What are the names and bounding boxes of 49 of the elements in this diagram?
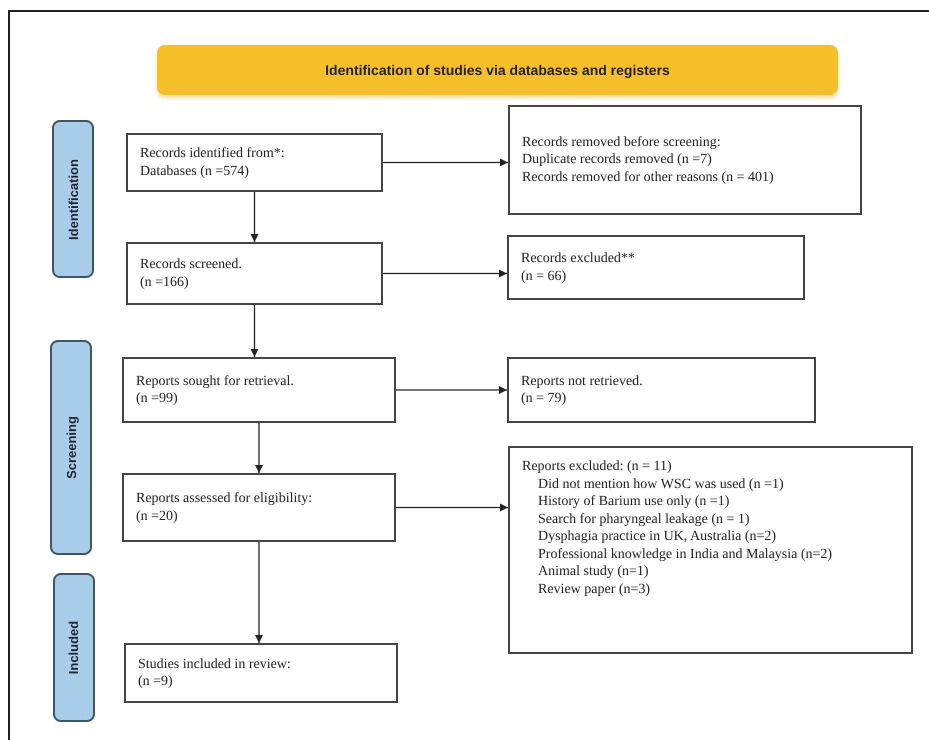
process-box xyxy=(508,446,913,654)
phase-label-bar xyxy=(50,340,92,555)
process-box xyxy=(507,357,816,423)
box-text: (n = 79) xyxy=(521,390,568,408)
box-text: (n =9) xyxy=(138,673,174,690)
process-box xyxy=(126,133,383,192)
box-text: Animal study (n=1) xyxy=(537,563,650,580)
arrow xyxy=(250,192,258,242)
phase-label: Identification xyxy=(66,158,80,240)
box-text: Records identified from*: xyxy=(140,145,286,162)
box-text: Records screened. xyxy=(140,256,243,274)
arrow xyxy=(383,270,507,278)
box-text: Professional knowledge in India and Malaysia (n=2) xyxy=(537,546,834,563)
phase-label: Screening xyxy=(64,416,78,479)
box-text: Reports excluded: (n = 11) xyxy=(522,458,673,476)
arrow xyxy=(255,542,263,643)
box-text: History of Barium use only (n =1) xyxy=(537,493,730,510)
box-text: Review paper (n=3) xyxy=(537,580,652,598)
box-text: (n =99) xyxy=(136,390,179,408)
process-box xyxy=(124,643,398,703)
phase-label-bar xyxy=(53,573,95,722)
process-box xyxy=(122,473,396,542)
box-text: Records excluded** xyxy=(521,250,636,268)
process-box xyxy=(507,235,805,300)
process-box xyxy=(126,242,383,305)
box-text: Duplicate records removed (n =7) xyxy=(522,151,713,169)
box-text: Dysphagia practice in UK, Australia (n=2) xyxy=(537,528,778,546)
box-text: Records removed before screening: xyxy=(522,134,722,152)
phase-label: Included xyxy=(66,620,82,674)
box-text: Reports sought for retrieval. xyxy=(136,372,295,390)
phase-label-bar xyxy=(52,120,94,278)
box-text: Reports not retrieved. xyxy=(521,372,644,390)
arrow xyxy=(396,386,507,394)
box-text: Reports assessed for eligibility: xyxy=(136,490,314,508)
box-text: (n = 66) xyxy=(521,268,568,285)
box-text: Search for pharyngeal leakage (n = 1) xyxy=(537,510,751,528)
arrow xyxy=(255,423,263,473)
arrow xyxy=(250,305,258,357)
box-text: Did not mention how WSC was used (n =1) xyxy=(537,476,785,493)
box-text: Records removed for other reasons (n = 401) xyxy=(522,168,775,186)
box-text: (n =20) xyxy=(136,508,179,525)
process-box xyxy=(122,357,396,423)
process-box xyxy=(508,105,862,215)
box-text: (n =166) xyxy=(140,274,190,291)
box-text: Databases (n =574) xyxy=(140,162,250,180)
arrow xyxy=(396,504,508,512)
arrow xyxy=(383,158,508,166)
header-band: Identification of studies via databases and registers xyxy=(157,45,838,95)
box-text: Studies included in review: xyxy=(138,656,292,673)
